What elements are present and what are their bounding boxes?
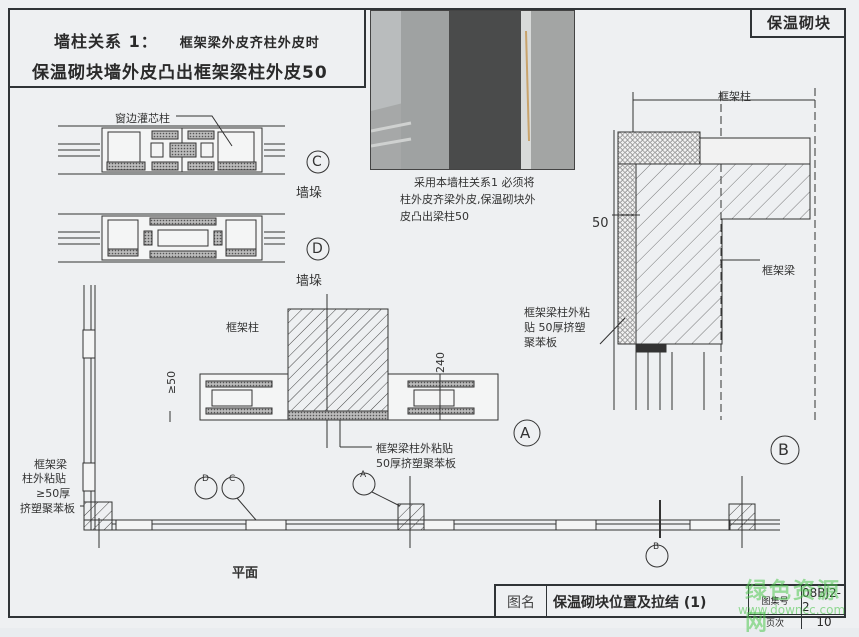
detail-c	[58, 115, 330, 175]
c-marker: C	[312, 154, 322, 170]
atlas-value: 08BJ2-2	[802, 586, 842, 614]
c-label: 墙垛	[296, 186, 323, 201]
photo-note-line-1: 采用本墙柱关系1 必须将	[414, 176, 535, 189]
photo-note-line-2: 柱外皮齐梁外皮,保温砌块外	[400, 193, 536, 206]
title-line-2: 保温砌块墙外皮凸出框架梁柱外皮50	[32, 63, 328, 83]
detail-b	[599, 88, 816, 465]
plan-note-3: ≥50厚	[36, 487, 71, 500]
plan-marker-a: A	[360, 470, 367, 480]
detail-a	[169, 294, 541, 448]
b-board-note-2: 贴 50厚挤塑	[524, 321, 586, 334]
site-photo	[370, 10, 575, 170]
a-dim-240: 240	[434, 352, 447, 373]
page-value: 10	[816, 615, 832, 629]
detail-d	[58, 213, 330, 263]
a-marker: A	[520, 424, 531, 442]
c-callout: 窗边灌芯柱	[115, 112, 170, 125]
photo-note: 采用本墙柱关系1 必须将 柱外皮齐梁外皮,保温砌块外 皮凸出梁柱50	[400, 174, 536, 225]
plan-note-1: 框架梁	[34, 458, 67, 471]
b-column-label: 框架柱	[718, 90, 751, 103]
plan-view	[80, 285, 780, 568]
b-beam-label: 框架梁	[762, 264, 795, 277]
title-box: 墙柱关系 1： 框架梁外皮齐柱外皮时 保温砌块墙外皮凸出框架梁柱外皮50	[10, 10, 366, 88]
title-main: 墙柱关系 1：	[54, 32, 158, 51]
plan-title: 平面	[232, 566, 259, 581]
plan-marker-b: B	[653, 542, 660, 552]
b-board-note-1: 框架梁柱外粘	[524, 306, 590, 319]
atlas-label: 图集号	[749, 586, 802, 614]
d-label: 墙垛	[296, 274, 323, 289]
photo-note-line-3: 皮凸出梁柱50	[400, 210, 469, 223]
a-board-note-2: 50厚挤塑聚苯板	[376, 457, 456, 470]
a-column-label: 框架柱	[226, 321, 259, 334]
watermark-url: www.downcc.com	[738, 603, 846, 617]
a-board-note-1: 框架梁柱外粘贴	[376, 442, 453, 455]
title-line-1: 墙柱关系 1： 框架梁外皮齐柱外皮时	[54, 28, 320, 52]
title-sub: 框架梁外皮齐柱外皮时	[179, 36, 320, 51]
drawing-name-value: 保温砌块位置及拉结 (1)	[547, 586, 749, 618]
page-label: 页次	[749, 615, 802, 629]
plan-note-2: 柱外粘贴	[22, 472, 66, 485]
sheet-frame	[8, 8, 846, 618]
drawing-name-label: 图名	[496, 586, 547, 618]
a-dim-50: ≥50	[165, 370, 179, 395]
b-marker: B	[778, 440, 789, 459]
d-marker: D	[312, 241, 323, 257]
b-dim-50: 50	[592, 216, 609, 231]
photo-illustration	[371, 11, 574, 169]
plan-marker-c: C	[229, 474, 236, 484]
category-tag: 保温砌块	[750, 8, 846, 38]
plan-note-4: 挤塑聚苯板	[20, 502, 75, 515]
title-block: 图名 保温砌块位置及拉结 (1) 图集号 08BJ2-2 页次 10	[494, 584, 846, 629]
b-board-note-3: 聚苯板	[524, 336, 557, 349]
plan-marker-d: D	[202, 474, 209, 484]
